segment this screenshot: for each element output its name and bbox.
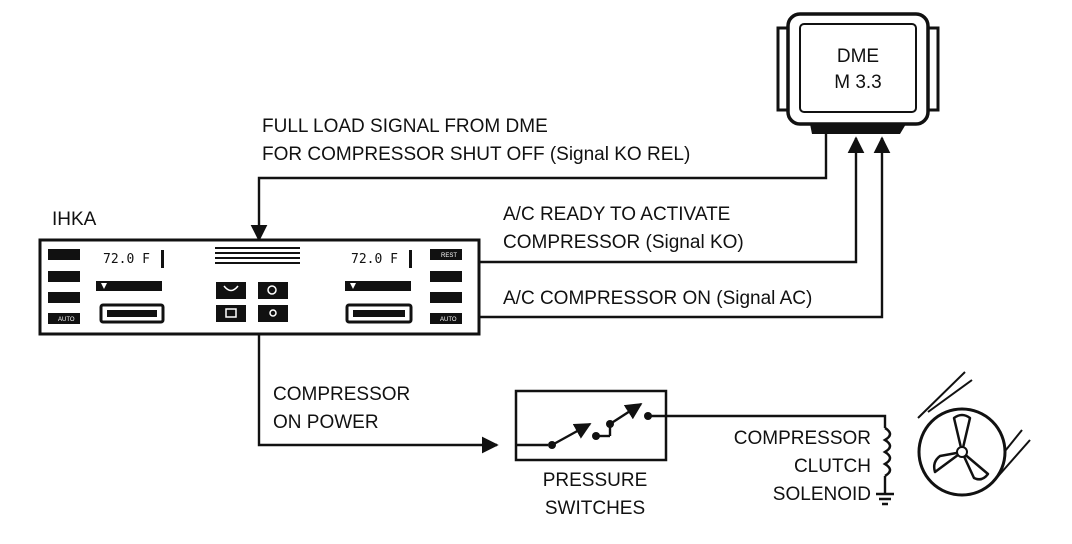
ihka-left-button-1 bbox=[48, 249, 80, 260]
power-label-line1: COMPRESSOR bbox=[273, 384, 410, 405]
ihka-right-button-2 bbox=[430, 271, 462, 282]
ihka-auto-right-label: AUTO bbox=[440, 317, 457, 323]
ihka-auto-left-button bbox=[48, 313, 80, 324]
ihka-ac-button bbox=[258, 305, 288, 322]
ground-icon bbox=[876, 492, 894, 506]
ihka-auto-right-button bbox=[430, 313, 462, 324]
compressor-on-label: A/C COMPRESSOR ON (Signal AC) bbox=[503, 288, 812, 309]
wire-compressor-on-power bbox=[257, 334, 499, 454]
compressor-pulley-icon bbox=[917, 371, 1031, 497]
ihka-left-button-2 bbox=[48, 271, 80, 282]
ihka-label: IHKA bbox=[52, 209, 97, 230]
ihka-recirc-button bbox=[258, 282, 288, 299]
full-load-label-line2: FOR COMPRESSOR SHUT OFF (Signal KO REL) bbox=[262, 144, 690, 165]
clutch-label-line2: CLUTCH bbox=[794, 456, 871, 477]
ihka-left-button-3 bbox=[48, 292, 80, 303]
solenoid-coil-icon bbox=[882, 426, 892, 494]
wire-ac-ready-signal bbox=[479, 136, 865, 264]
ihka-left-temp: 72.0 F bbox=[103, 252, 150, 267]
clutch-label-line1: COMPRESSOR bbox=[734, 428, 871, 449]
ihka-vent-grille bbox=[215, 247, 300, 264]
ihka-right-temp: 72.0 F bbox=[351, 252, 398, 267]
pressure-switches-label-line2: SWITCHES bbox=[545, 498, 645, 519]
ready-label-line1: A/C READY TO ACTIVATE bbox=[503, 204, 730, 225]
ihka-control-panel-icon: AUTO 72.0 F 72.0 F bbox=[38, 238, 481, 336]
ihka-rest-button bbox=[430, 249, 462, 260]
ihka-left-fan-bar bbox=[96, 281, 162, 291]
ihka-rest-label: REST bbox=[441, 253, 457, 259]
ihka-auto-left-label: AUTO bbox=[58, 317, 75, 323]
ready-label-line2: COMPRESSOR (Signal KO) bbox=[503, 232, 744, 253]
wire-ac-compressor-on-signal bbox=[479, 136, 891, 319]
dme-label-line2: M 3.3 bbox=[834, 72, 882, 93]
wire-full-load-signal bbox=[250, 134, 828, 242]
full-load-label-line1: FULL LOAD SIGNAL FROM DME bbox=[262, 116, 548, 137]
clutch-label-line3: SOLENOID bbox=[773, 484, 871, 505]
ihka-rear-defrost-button bbox=[216, 305, 246, 322]
pressure-switch-icon bbox=[514, 389, 668, 462]
ihka-right-button-3 bbox=[430, 292, 462, 303]
pressure-switches-label-line1: PRESSURE bbox=[543, 470, 648, 491]
ihka-right-fan-bar bbox=[345, 281, 411, 291]
power-label-line2: ON POWER bbox=[273, 412, 379, 433]
dme-module-icon bbox=[776, 12, 940, 134]
wire-to-solenoid bbox=[666, 414, 887, 428]
dme-label-line1: DME bbox=[837, 46, 879, 67]
